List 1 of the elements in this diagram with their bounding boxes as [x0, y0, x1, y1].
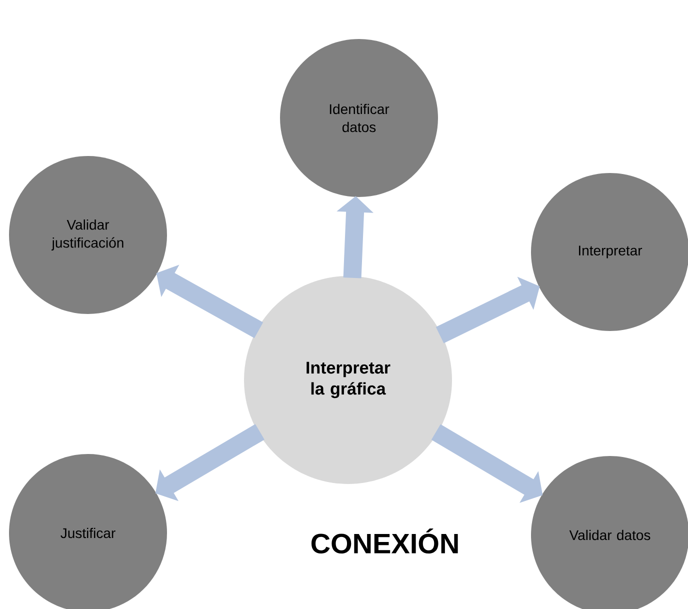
diagram-label: CONEXIÓN	[311, 528, 458, 554]
